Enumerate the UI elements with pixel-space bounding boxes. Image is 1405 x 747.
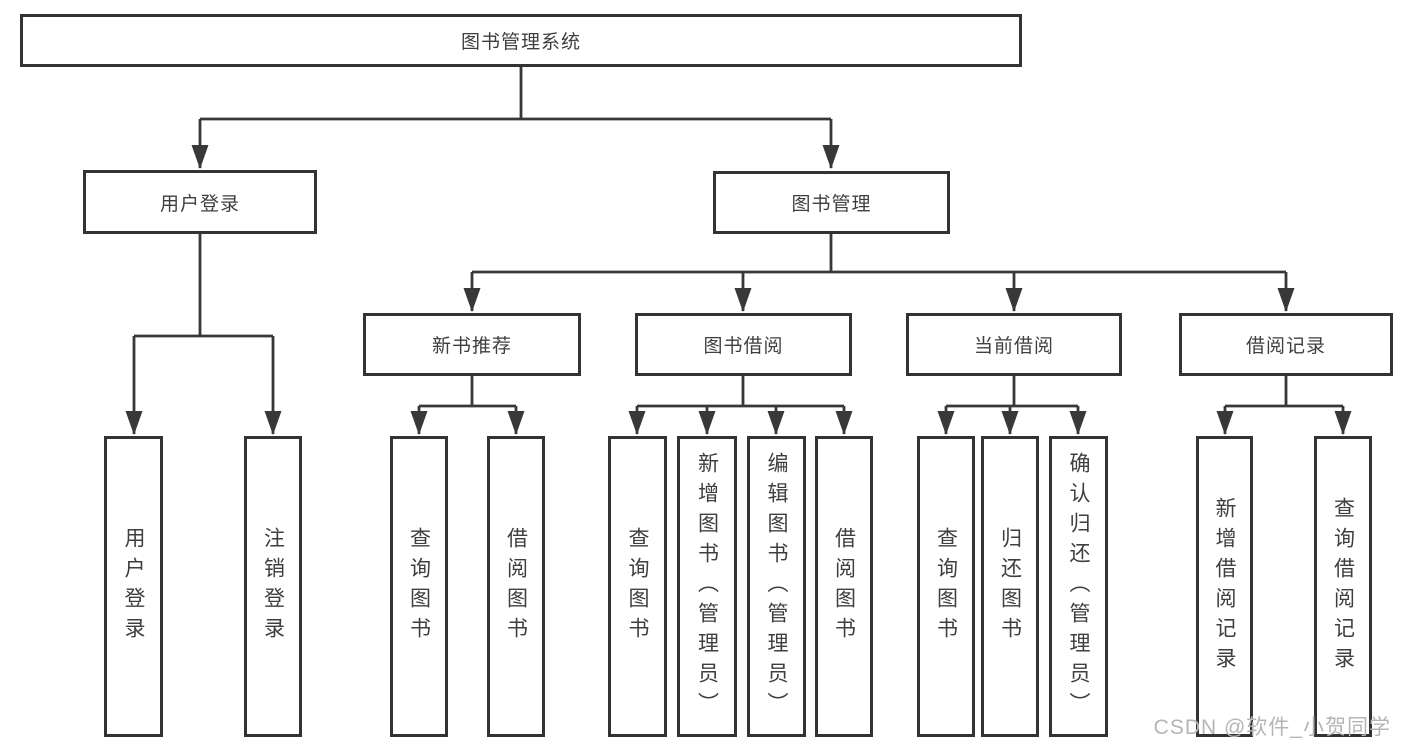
leaf-query-book-borrow-label: 查询图书 <box>626 526 649 647</box>
leaf-query-book-current-label: 查询图书 <box>934 526 958 647</box>
node-new-book-recommend-label: 新书推荐 <box>431 336 512 357</box>
leaf-confirm-return-admin-label: 确认归还（管理员） <box>1067 451 1090 722</box>
leaf-return-book-label: 归还图书 <box>998 526 1022 647</box>
leaf-query-book-borrow: 查询图书 <box>608 436 667 737</box>
node-new-book-recommend: 新书推荐 <box>363 313 581 376</box>
leaf-logout-login-label: 注销登录 <box>261 526 285 647</box>
node-current-borrow: 当前借阅 <box>906 313 1122 376</box>
node-book-management-label: 图书管理 <box>791 194 872 215</box>
leaf-edit-book-admin: 编辑图书（管理员） <box>747 436 806 737</box>
leaf-logout-login: 注销登录 <box>244 436 302 737</box>
node-user-login-label: 用户登录 <box>159 193 240 215</box>
node-library-system: 图书管理系统 <box>20 14 1022 67</box>
leaf-add-book-admin-label: 新增图书（管理员） <box>695 451 719 722</box>
node-user-login: 用户登录 <box>83 170 317 234</box>
node-book-borrow-label: 图书借阅 <box>703 336 784 357</box>
leaf-query-borrow-record-label: 查询借阅记录 <box>1331 496 1355 677</box>
leaf-borrow-book-borrow: 借阅图书 <box>815 436 873 737</box>
node-book-management: 图书管理 <box>713 171 950 234</box>
leaf-borrow-book-recommend-label: 借阅图书 <box>504 526 528 647</box>
leaf-confirm-return-admin: 确认归还（管理员） <box>1049 436 1108 737</box>
leaf-user-login-label: 用户登录 <box>122 526 145 647</box>
node-borrow-records-label: 借阅记录 <box>1245 336 1326 357</box>
leaf-query-book-recommend-label: 查询图书 <box>407 526 431 647</box>
node-book-borrow: 图书借阅 <box>635 313 852 376</box>
leaf-query-borrow-record: 查询借阅记录 <box>1314 436 1372 737</box>
leaf-query-book-current: 查询图书 <box>917 436 975 737</box>
node-current-borrow-label: 当前借阅 <box>973 336 1054 357</box>
leaf-borrow-book-borrow-label: 借阅图书 <box>832 526 856 647</box>
leaf-add-borrow-record: 新增借阅记录 <box>1196 436 1253 737</box>
leaf-return-book: 归还图书 <box>981 436 1039 737</box>
node-borrow-records: 借阅记录 <box>1179 313 1393 376</box>
node-library-system-label: 图书管理系统 <box>460 32 581 53</box>
leaf-add-book-admin: 新增图书（管理员） <box>677 436 737 737</box>
leaf-borrow-book-recommend: 借阅图书 <box>487 436 545 737</box>
csdn-watermark: CSDN @软件_小贺同学 <box>1153 716 1391 739</box>
leaf-add-borrow-record-label: 新增借阅记录 <box>1213 496 1236 677</box>
leaf-edit-book-admin-label: 编辑图书（管理员） <box>765 451 788 722</box>
leaf-query-book-recommend: 查询图书 <box>390 436 448 737</box>
leaf-user-login: 用户登录 <box>104 436 163 737</box>
